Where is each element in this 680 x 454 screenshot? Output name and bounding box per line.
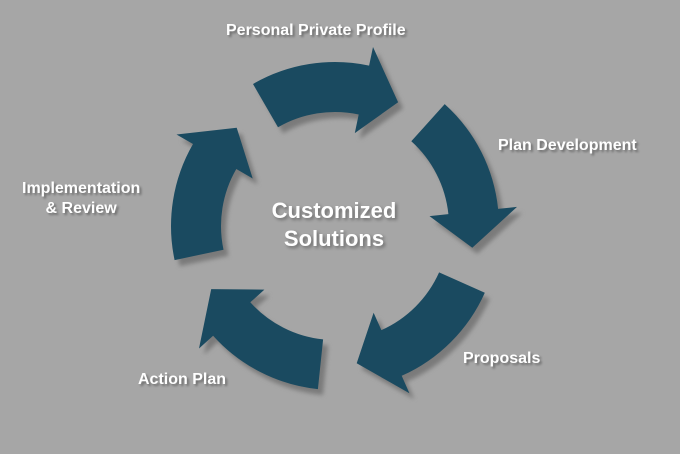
step-label-action-plan: Action Plan: [138, 371, 227, 388]
step-label-implementation-line-2: & Review: [45, 200, 117, 217]
step-label-implementation-review: Implementation & Review: [22, 179, 140, 219]
arrow-to-proposals: [411, 104, 517, 248]
arrow-to-personal-private-profile: [171, 127, 253, 261]
step-label-proposals: Proposals: [463, 350, 541, 367]
center-title-line-1: Customized: [271, 198, 397, 223]
step-label-personal-private-profile: Personal Private Profile: [226, 22, 406, 39]
step-label-implementation-line-1: Implementation: [22, 180, 141, 197]
center-title: Customized Solutions: [234, 197, 434, 253]
center-title-line-2: Solutions: [283, 226, 385, 251]
arrow-to-implementation-review: [199, 289, 324, 390]
arrow-to-action-plan: [356, 272, 485, 394]
arrow-to-plan-development: [253, 47, 399, 134]
arrows: [171, 47, 517, 394]
step-label-plan-development: Plan Development: [498, 137, 637, 154]
